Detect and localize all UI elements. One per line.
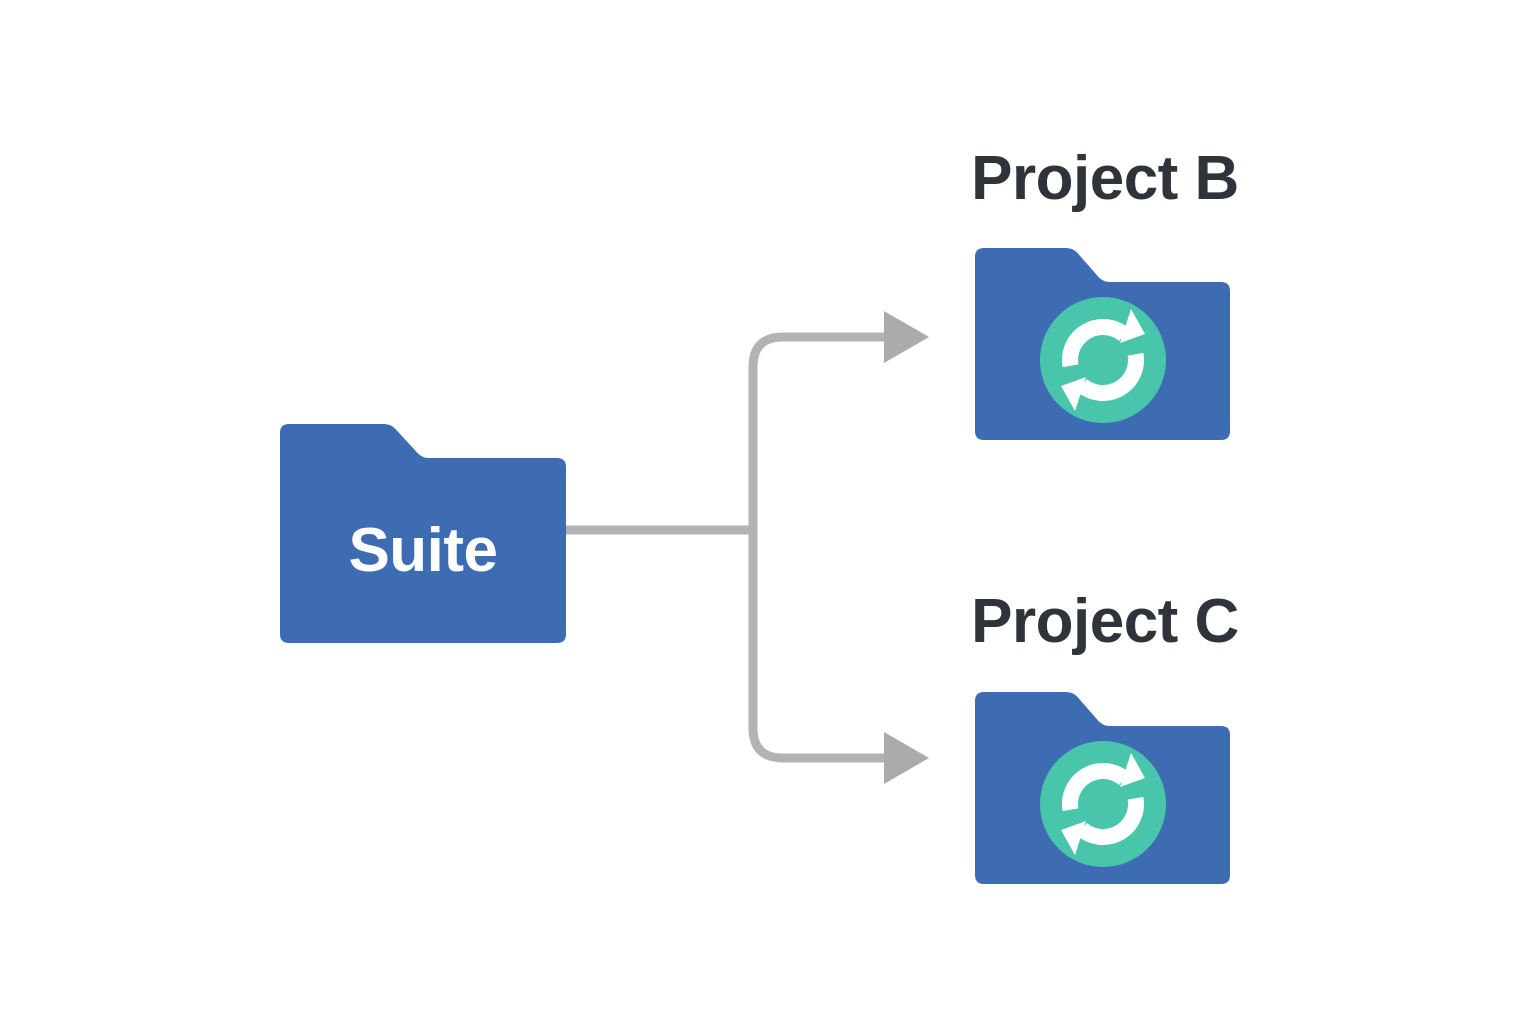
sync-arc-bottom (1076, 352, 1144, 401)
project-c-folder-node (975, 692, 1230, 884)
folder-icon (280, 424, 566, 643)
suite-label: Suite (348, 516, 498, 585)
folder-icon (975, 692, 1230, 884)
arrowhead-to-project-b-icon (884, 311, 929, 363)
folder-icon (975, 248, 1230, 440)
sync-arc-top (1062, 763, 1130, 812)
folder-shape (280, 424, 566, 643)
connector-line (562, 332, 884, 763)
project-c-label: Project C (971, 587, 1239, 656)
project-b-label: Project B (971, 144, 1239, 213)
sync-arrowhead-top (1120, 309, 1145, 343)
sync-arrowhead-bottom (1061, 377, 1086, 411)
sync-arrowhead-top (1120, 753, 1145, 787)
sync-arc-top (1062, 319, 1130, 368)
suite-folder-node: Suite (280, 424, 566, 643)
arrowhead-to-project-c-icon (884, 732, 929, 784)
sync-badge-circle (1040, 741, 1166, 867)
sync-icon (1040, 741, 1166, 867)
sync-arrowhead-bottom (1061, 821, 1086, 855)
sync-icon (1040, 297, 1166, 423)
sync-badge-circle (1040, 297, 1166, 423)
sync-arc-bottom (1076, 796, 1144, 845)
project-b-folder-node (975, 248, 1230, 440)
